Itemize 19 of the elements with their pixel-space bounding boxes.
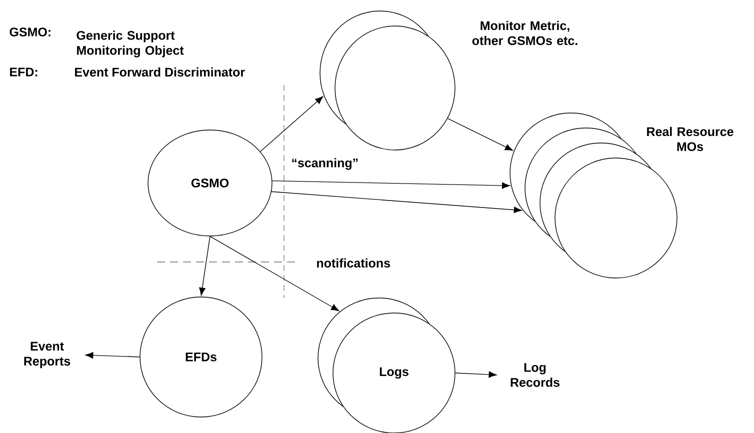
arrow bbox=[85, 352, 140, 359]
arrow bbox=[447, 118, 513, 151]
arrow bbox=[210, 236, 340, 312]
node-label: Real Resource MOs bbox=[647, 126, 734, 152]
definition-text: Event Forward Discriminator bbox=[75, 67, 245, 77]
bare-label: Log Records bbox=[510, 363, 560, 387]
arrow bbox=[260, 96, 324, 152]
annotation-text: notifications bbox=[317, 258, 390, 268]
definition-text: Generic Support Monitoring Object bbox=[76, 30, 184, 58]
circle-stack: Logs bbox=[318, 298, 456, 433]
bare-label: Event Reports bbox=[24, 342, 70, 368]
arrow bbox=[199, 236, 210, 296]
annotation-text: “scanning” bbox=[292, 158, 358, 170]
abbreviation-term: GSMO: bbox=[10, 28, 50, 36]
abbreviation-term: EFD: bbox=[10, 68, 38, 76]
node-label: Monitor Metric, other GSMOs etc. bbox=[472, 20, 578, 46]
arrow bbox=[455, 371, 497, 378]
arrow bbox=[272, 180, 510, 189]
arrow bbox=[271, 191, 522, 214]
